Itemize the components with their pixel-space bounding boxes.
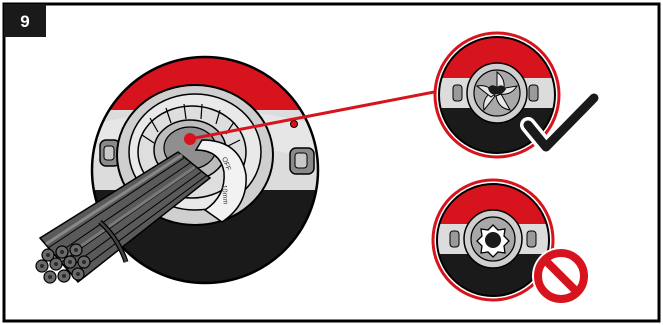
iris-opening-open (477, 225, 509, 257)
step-number: 9 (20, 12, 29, 31)
step-badge: 9 (4, 4, 46, 37)
side-tab-right (290, 148, 314, 174)
indicator-dot (291, 121, 298, 128)
prohibited-icon (532, 247, 590, 305)
callout-origin (184, 133, 196, 145)
